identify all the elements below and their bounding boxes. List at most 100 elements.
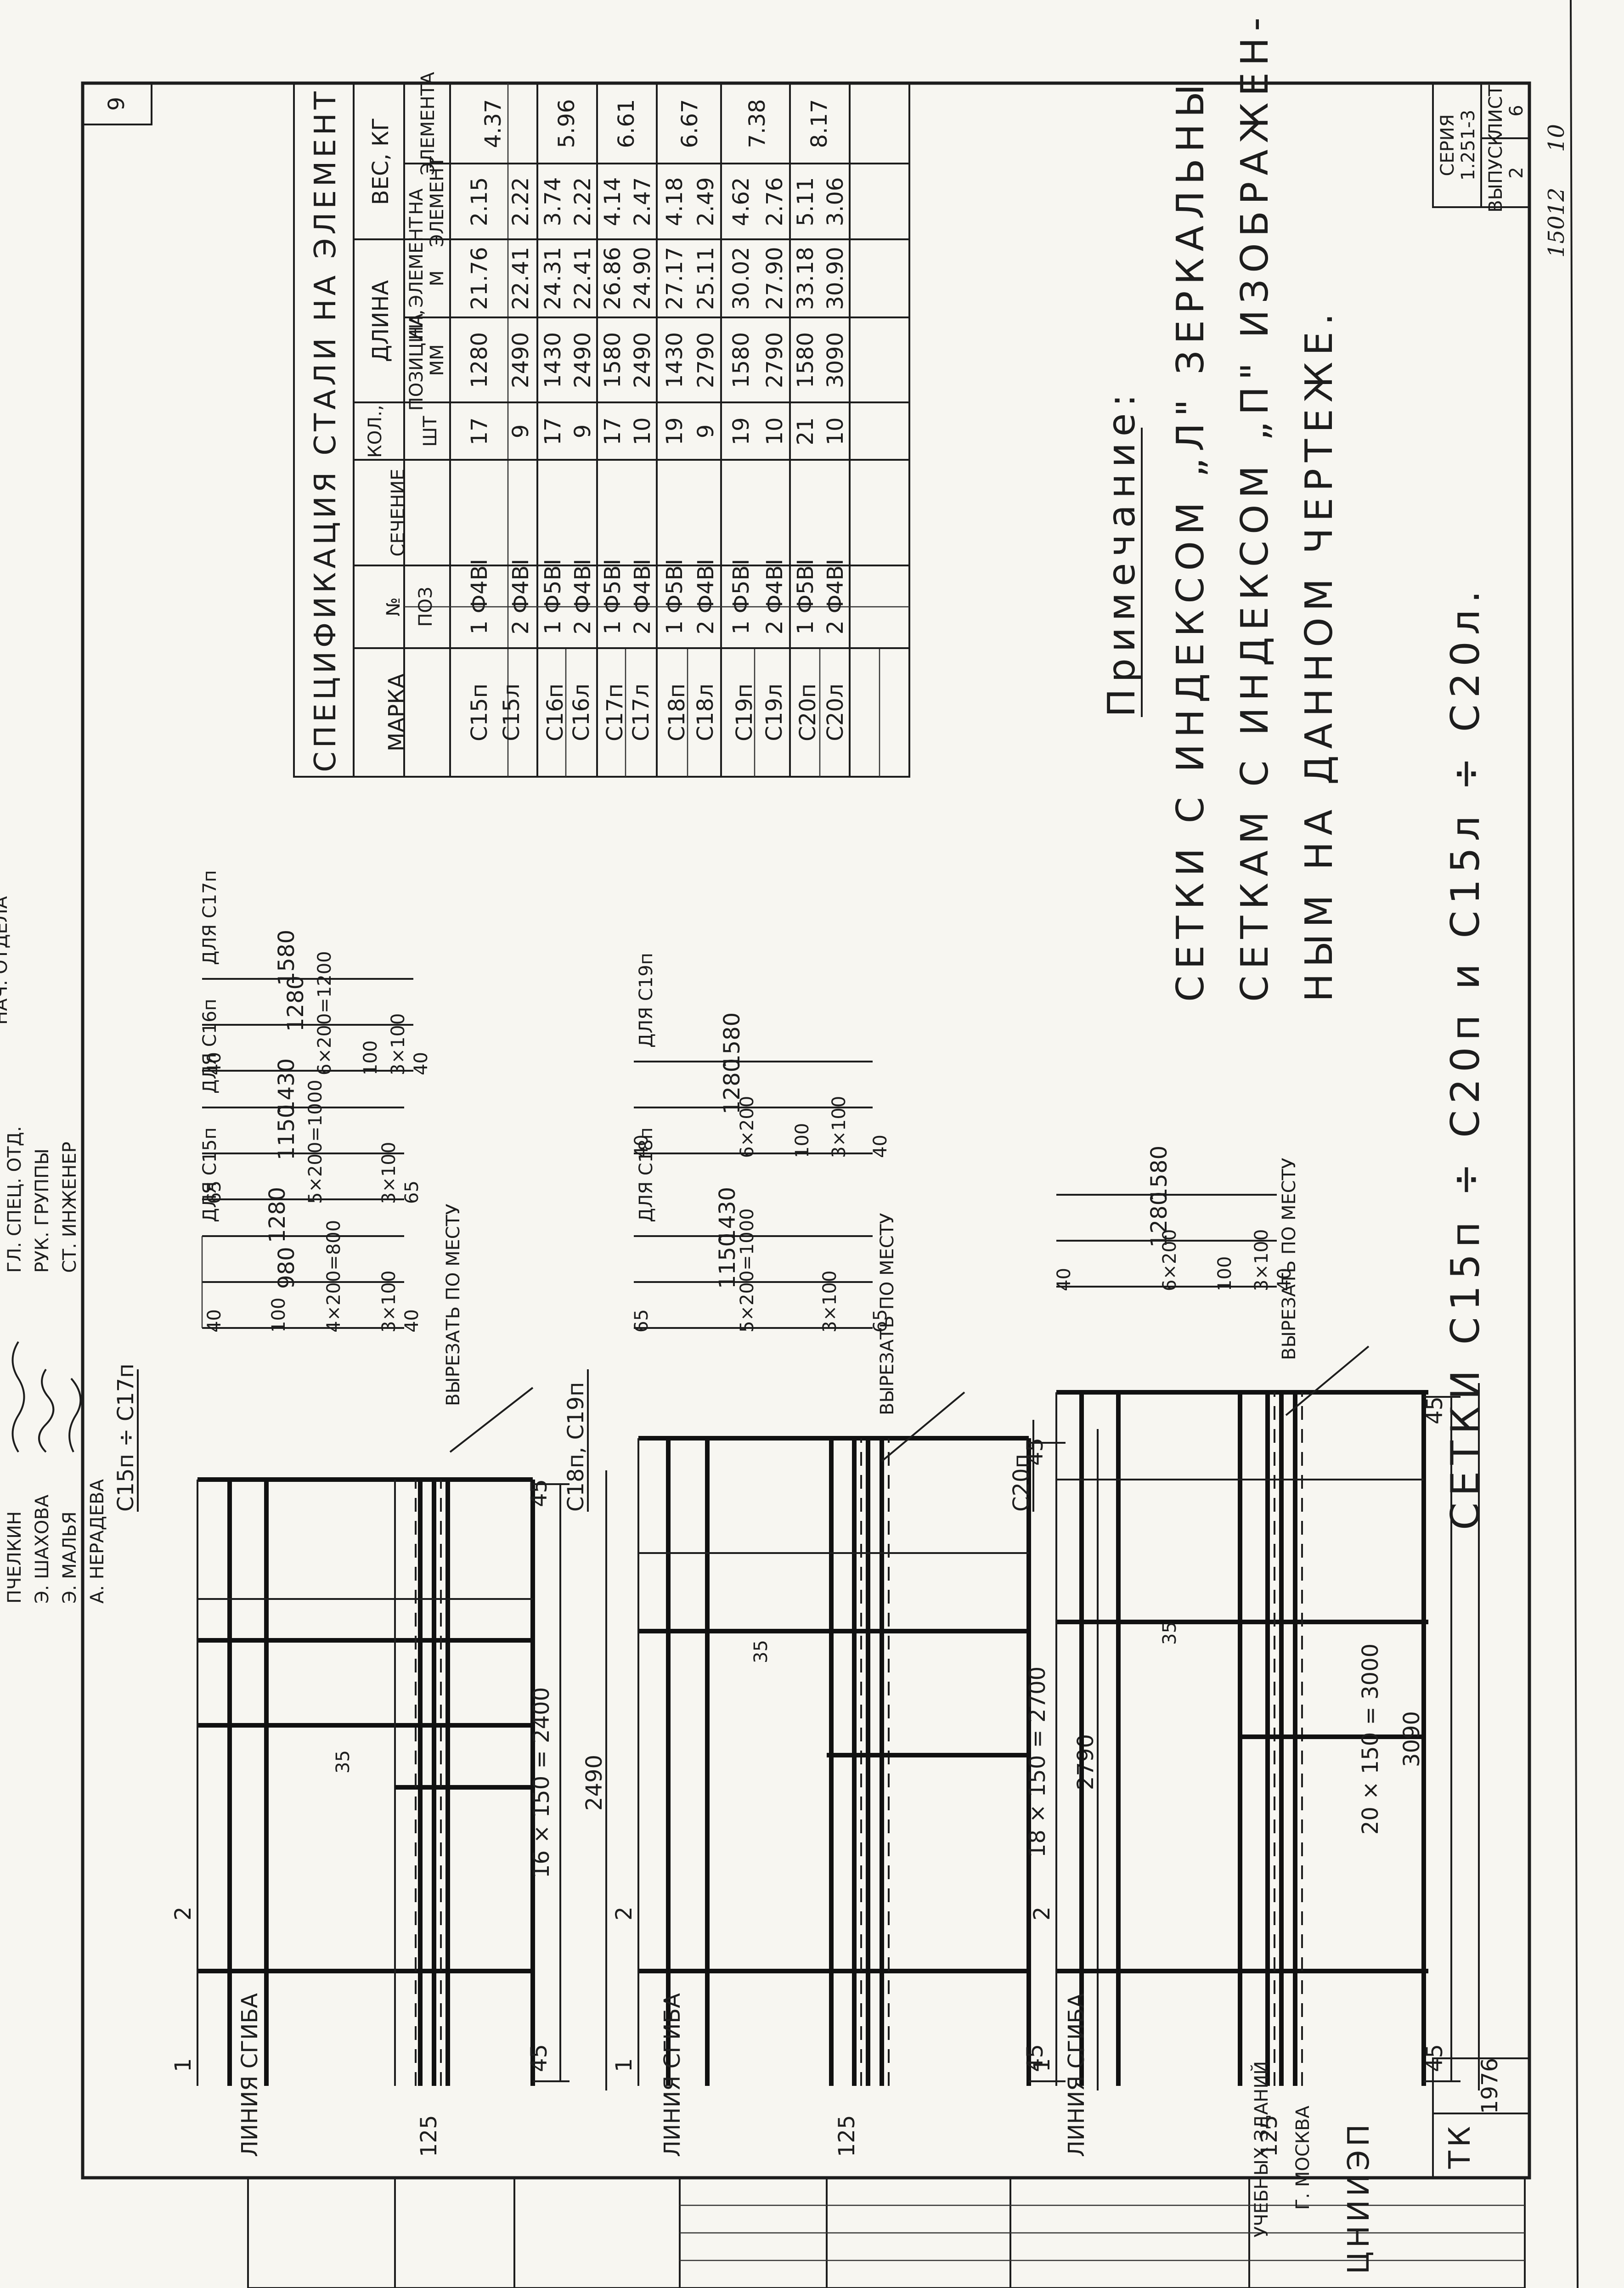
svg-text:17: 17 <box>540 417 566 445</box>
svg-text:ЛИНИЯ СГИБА: ЛИНИЯ СГИБА <box>237 1993 263 2157</box>
svg-text:6×200: 6×200 <box>737 1096 758 1158</box>
svg-text:ЛИСТ: ЛИСТ <box>1485 85 1506 136</box>
signature-1 <box>11 1341 25 1453</box>
svg-text:М: М <box>427 271 448 287</box>
svg-text:45: 45 <box>526 1479 552 1507</box>
svg-text:2490: 2490 <box>508 332 534 388</box>
svg-text:С16л: С16л <box>569 684 594 741</box>
svg-text:40: 40 <box>1274 1268 1295 1291</box>
bend-line-5: 6×200 3×100 40 100 40 1280 1580 ДЛЯ С19п <box>631 953 891 1158</box>
svg-text:1.251-3: 1.251-3 <box>1458 110 1479 181</box>
svg-text:3×100: 3×100 <box>378 1142 400 1204</box>
svg-text:1: 1 <box>1029 2058 1055 2072</box>
svg-text:26.86: 26.86 <box>600 247 626 310</box>
spec-row-group-5: С19п С19л 1 Ф5ВI 19 1580 30.02 4.62 2 Ф4… <box>728 99 788 741</box>
svg-text:С19л: С19л <box>761 684 787 741</box>
svg-text:НАЧ. ОТДЕЛА: НАЧ. ОТДЕЛА <box>0 896 11 1025</box>
svg-text:3.06: 3.06 <box>823 177 848 226</box>
svg-text:1: 1 <box>467 621 492 635</box>
svg-text:2490: 2490 <box>570 332 596 388</box>
svg-text:С15п: С15п <box>467 684 492 741</box>
svg-text:9: 9 <box>693 424 719 439</box>
svg-text:125: 125 <box>416 2115 442 2157</box>
note-line-3: НЫМ НА ДАННОМ ЧЕРТЕЖЕ. <box>1297 307 1341 1002</box>
svg-text:2.76: 2.76 <box>762 177 788 226</box>
svg-text:2.49: 2.49 <box>693 177 719 226</box>
svg-text:4.37: 4.37 <box>480 99 506 148</box>
svg-text:Ф4ВI: Ф4ВI <box>823 559 848 614</box>
svg-text:2.15: 2.15 <box>467 177 492 226</box>
svg-text:1580: 1580 <box>274 930 299 986</box>
spec-row-group-4: С18п С18л 1 Ф5ВI 19 1430 27.17 4.18 2 Ф4… <box>662 99 719 741</box>
svg-text:27.17: 27.17 <box>662 247 688 310</box>
svg-text:9: 9 <box>508 424 534 439</box>
svg-text:Ф4ВI: Ф4ВI <box>693 559 719 614</box>
svg-text:ММ: ММ <box>427 344 448 376</box>
svg-text:2790: 2790 <box>762 332 788 388</box>
svg-text:2.22: 2.22 <box>508 177 534 226</box>
svg-text:Ф4ВI: Ф4ВI <box>508 559 534 614</box>
svg-text:С18п, С19п: С18п, С19п <box>563 1382 589 1512</box>
svg-text:ВЫРЕЗАТЬ ПО МЕСТУ: ВЫРЕЗАТЬ ПО МЕСТУ <box>877 1213 898 1415</box>
svg-text:ГЛ. СПЕЦ. ОТД.: ГЛ. СПЕЦ. ОТД. <box>4 1126 25 1273</box>
svg-text:3090: 3090 <box>823 332 848 388</box>
svg-text:2: 2 <box>611 1906 637 1921</box>
svg-text:1580: 1580 <box>1146 1146 1172 1202</box>
svg-text:2: 2 <box>508 621 534 635</box>
svg-text:№: № <box>383 597 404 616</box>
svg-text:Ф5ВI: Ф5ВI <box>540 559 566 614</box>
svg-text:40: 40 <box>411 1052 432 1075</box>
svg-text:40: 40 <box>631 1135 652 1158</box>
svg-text:1: 1 <box>662 621 688 635</box>
svg-text:40: 40 <box>1054 1268 1075 1291</box>
svg-text:5×200=1000: 5×200=1000 <box>305 1079 326 1204</box>
stamp-block: ЦНИИЭП УЧЕБНЫХ ЗДАНИЙ Г. МОСКВА НАЧ. ОТД… <box>0 896 1526 2288</box>
svg-text:3×100: 3×100 <box>1251 1229 1272 1291</box>
svg-text:18 × 150 = 2700: 18 × 150 = 2700 <box>1025 1667 1050 1858</box>
spec-title: СПЕЦИФИКАЦИЯ СТАЛИ НА ЭЛЕМЕНТ <box>309 88 343 772</box>
signature-2 <box>38 1368 55 1453</box>
svg-text:4.14: 4.14 <box>600 177 626 226</box>
svg-text:65: 65 <box>631 1309 652 1333</box>
svg-text:ВЫРЕЗАТЬ ПО МЕСТУ: ВЫРЕЗАТЬ ПО МЕСТУ <box>1279 1158 1300 1360</box>
svg-text:3×100: 3×100 <box>378 1271 400 1333</box>
bend-line-2: 5×200=1000 3×100 65 65 1150 1430 ДЛЯ С16… <box>199 999 423 1204</box>
svg-text:6: 6 <box>1506 105 1527 116</box>
svg-text:20 × 150 = 3000: 20 × 150 = 3000 <box>1358 1644 1383 1835</box>
svg-text:22.41: 22.41 <box>570 247 596 310</box>
svg-text:2490: 2490 <box>630 332 655 388</box>
svg-text:1: 1 <box>611 2058 637 2072</box>
svg-text:100: 100 <box>1214 1256 1235 1291</box>
svg-text:1: 1 <box>600 621 626 635</box>
note-line-1: СЕТКИ С ИНДЕКСОМ „Л" ЗЕРКАЛЬНЫ <box>1169 78 1212 1002</box>
svg-text:40: 40 <box>204 1309 225 1333</box>
bend-line-3: 6×200=1200 3×100 40 100 40 1280 1580 ДЛЯ… <box>199 870 432 1075</box>
svg-text:16 × 150 = 2400: 16 × 150 = 2400 <box>529 1687 554 1878</box>
svg-text:ПЧЕЛКИН: ПЧЕЛКИН <box>4 1511 25 1604</box>
svg-text:35: 35 <box>1159 1621 1180 1645</box>
svg-text:Ф5ВI: Ф5ВI <box>600 559 626 614</box>
bend-line-1: 4×200=800 3×100 40 100 40 980 1280 ДЛЯ С… <box>199 1127 534 1453</box>
svg-text:СЕРИЯ: СЕРИЯ <box>1437 114 1458 176</box>
svg-text:1580: 1580 <box>793 332 818 388</box>
svg-text:Ф5ВI: Ф5ВI <box>793 559 818 614</box>
svg-text:2490: 2490 <box>581 1755 607 1811</box>
svg-text:5×200=1000: 5×200=1000 <box>737 1208 758 1333</box>
svg-text:Ф5ВI: Ф5ВI <box>728 559 754 614</box>
spec-row-group-6: С20п С20л 1 Ф5ВI 21 1580 33.18 5.11 2 Ф4… <box>793 99 848 741</box>
svg-text:СТ. ИНЖЕНЕР: СТ. ИНЖЕНЕР <box>59 1141 80 1273</box>
svg-text:10: 10 <box>1544 124 1569 152</box>
svg-text:ВЫРЕЗАТЬ ПО МЕСТУ: ВЫРЕЗАТЬ ПО МЕСТУ <box>443 1203 464 1406</box>
svg-text:4.62: 4.62 <box>728 177 754 226</box>
svg-text:30.90: 30.90 <box>823 247 848 310</box>
svg-text:С15п ÷ С17п: С15п ÷ С17п <box>113 1363 139 1512</box>
svg-text:65: 65 <box>204 1181 225 1204</box>
svg-text:10: 10 <box>630 417 655 445</box>
svg-text:С20п: С20п <box>1009 1454 1034 1512</box>
svg-text:1430: 1430 <box>662 332 688 388</box>
spec-row-group-1: С15п С15л 1 Ф4ВI 17 1280 21.76 2.15 2 Ф4… <box>467 99 534 741</box>
svg-text:НА: НА <box>406 188 427 215</box>
svg-text:1280: 1280 <box>265 1187 290 1243</box>
